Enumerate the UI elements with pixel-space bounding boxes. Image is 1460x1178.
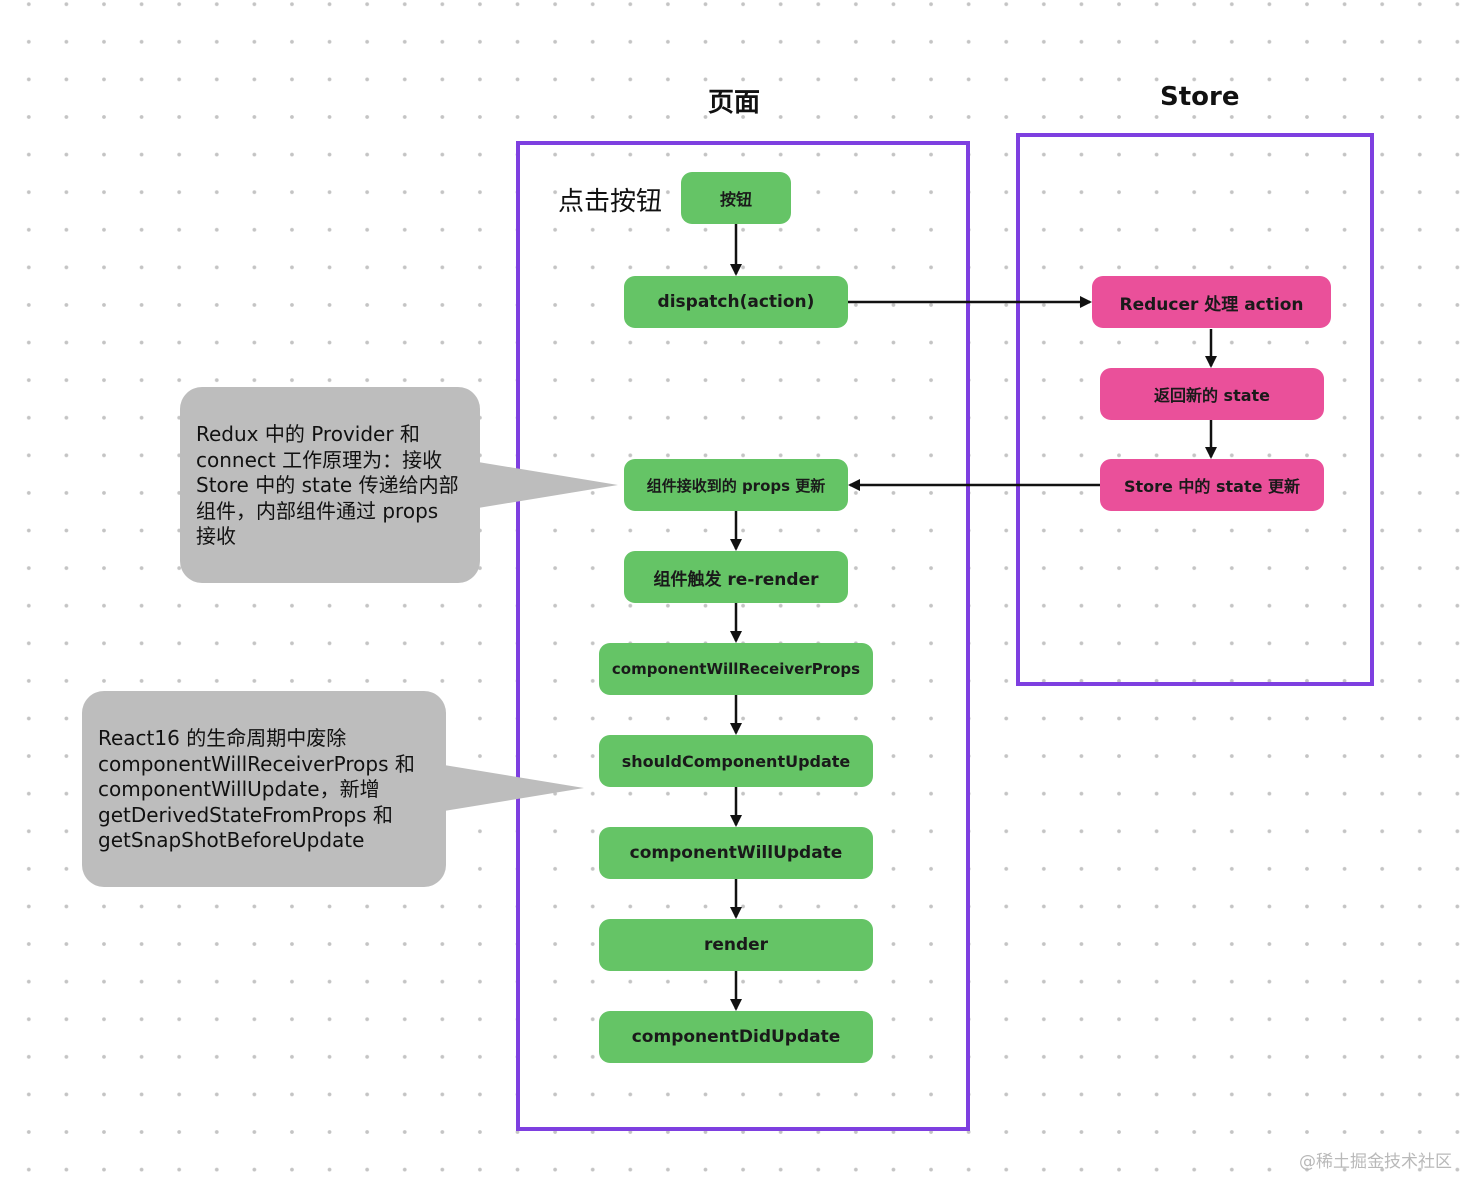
store-state-updated-node: Store 中的 state 更新 — [1100, 459, 1324, 511]
component-will-update-node: componentWillUpdate — [599, 827, 873, 879]
redux-callout-text: Redux 中的 Provider 和 connect 工作原理为：接收 Sto… — [196, 422, 459, 550]
callout-line: getSnapShotBeforeUpdate — [98, 828, 365, 852]
store-column-title: Store — [1160, 82, 1240, 112]
watermark: @稀土掘金技术社区 — [1299, 1152, 1452, 1172]
click-button-label: 点击按钮 — [558, 187, 663, 217]
callout-line: 组件，内部组件通过 props — [196, 498, 439, 523]
component-did-update-node: componentDidUpdate — [599, 1011, 873, 1063]
callout-line: 接收 — [196, 524, 236, 548]
lifecycle-callout-bubble — [82, 691, 446, 887]
callout-line: componentWillUpdate，新增 — [98, 777, 380, 801]
page-column-title: 页面 — [708, 88, 761, 118]
render-node: render — [599, 919, 873, 971]
dispatch-node: dispatch(action) — [624, 276, 848, 328]
callout-line: connect 工作原理为：接收 — [196, 447, 443, 472]
props-update-node: 组件接收到的 props 更新 — [624, 459, 848, 511]
will-receive-props-node: componentWillReceiverProps — [599, 643, 873, 695]
reducer-node: Reducer 处理 action — [1092, 276, 1331, 328]
redux-callout-bubble — [180, 387, 480, 583]
rerender-node: 组件触发 re-render — [624, 551, 848, 603]
callout-line: React16 的生命周期中废除 — [98, 726, 347, 750]
page-frame — [516, 141, 970, 1131]
lifecycle-callout-text: React16 的生命周期中废除 componentWillReceiverPr… — [98, 726, 415, 854]
lifecycle-callout-pointer — [444, 765, 584, 811]
button-node: 按钮 — [681, 172, 791, 224]
callout-line: Store 中的 state 传递给内部 — [196, 473, 459, 497]
callout-line: getDerivedStateFromProps 和 — [98, 802, 393, 827]
redux-callout-pointer — [478, 462, 618, 508]
callout-line: componentWillReceiverProps 和 — [98, 751, 415, 776]
store-frame — [1016, 133, 1374, 686]
callout-line: Redux 中的 Provider 和 — [196, 422, 420, 446]
should-component-update-node: shouldComponentUpdate — [599, 735, 873, 787]
return-state-node: 返回新的 state — [1100, 368, 1324, 420]
